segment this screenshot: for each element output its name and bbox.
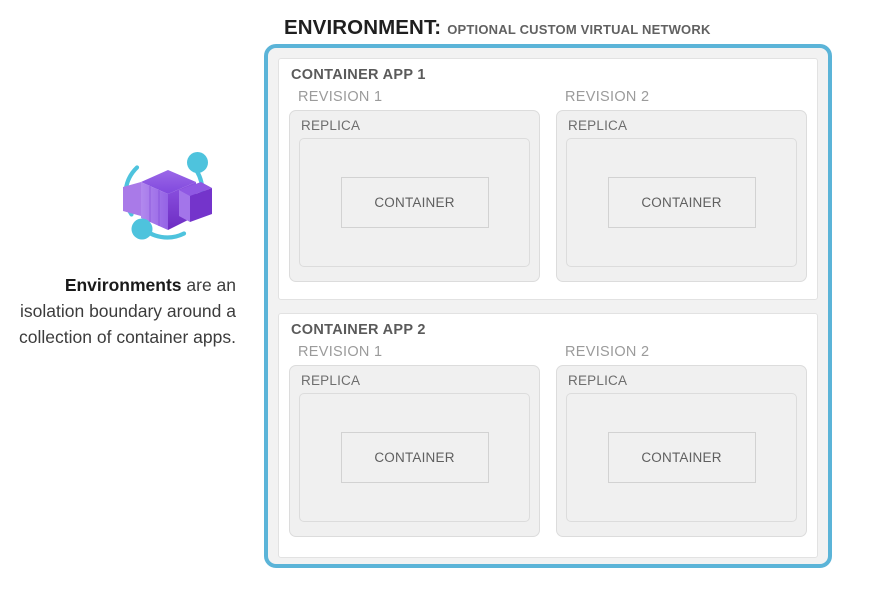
environment-title-subtitle: OPTIONAL CUSTOM VIRTUAL NETWORK (447, 22, 711, 37)
environment-title: ENVIRONMENT: OPTIONAL CUSTOM VIRTUAL NET… (284, 16, 711, 40)
environment-title-main: ENVIRONMENT: (284, 16, 442, 39)
replica-box-app2-rev1: REPLICA CONTAINER (289, 365, 540, 537)
revision-title-app1-rev2: REVISION 2 (565, 89, 650, 105)
revision-block-app2-rev1: REVISION 1 REPLICA CONTAINER (289, 344, 540, 537)
cyan-node-bottom-left (131, 218, 153, 240)
container-box-app2-rev2: CONTAINER (607, 432, 756, 483)
cyan-node-top-right (187, 152, 208, 173)
revisions-row-app-1: REVISION 1 REPLICA CONTAINER REVISION 2 … (289, 89, 807, 282)
revision-title-app1-rev1: REVISION 1 (298, 89, 383, 105)
container-app-panel-2: CONTAINER APP 2 REVISION 1 REPLICA CONTA… (278, 313, 818, 558)
replica-inner-app2-rev1: CONTAINER (299, 393, 530, 522)
caption-lead: Environments (64, 275, 182, 295)
replica-box-app2-rev2: REPLICA CONTAINER (556, 365, 807, 537)
left-column: Environments are an isolation boundary a… (0, 0, 250, 593)
revision-block-app1-rev1: REVISION 1 REPLICA CONTAINER (289, 89, 540, 282)
azure-container-apps-icon (113, 142, 218, 247)
replica-title-app2-rev1: REPLICA (301, 373, 361, 388)
replica-inner-app1-rev2: CONTAINER (566, 138, 797, 267)
container-app-1-title: CONTAINER APP 1 (291, 67, 426, 83)
replica-title-app1-rev2: REPLICA (568, 118, 628, 133)
revision-title-app2-rev2: REVISION 2 (565, 344, 650, 360)
environment-boundary: CONTAINER APP 1 REVISION 1 REPLICA CONTA… (264, 44, 832, 568)
revision-block-app2-rev2: REVISION 2 REPLICA CONTAINER (556, 344, 807, 537)
revision-title-app2-rev1: REVISION 1 (298, 344, 383, 360)
container-box-app1-rev1: CONTAINER (340, 177, 489, 228)
replica-box-app1-rev2: REPLICA CONTAINER (556, 110, 807, 282)
replica-inner-app2-rev2: CONTAINER (566, 393, 797, 522)
replica-box-app1-rev1: REPLICA CONTAINER (289, 110, 540, 282)
revisions-row-app-2: REVISION 1 REPLICA CONTAINER REVISION 2 … (289, 344, 807, 537)
container-app-2-title: CONTAINER APP 2 (291, 322, 426, 338)
container-box-app1-rev2: CONTAINER (607, 177, 756, 228)
container-box-app2-rev1: CONTAINER (340, 432, 489, 483)
caption-rest: are an isolation boundary around a colle… (19, 275, 236, 347)
revision-block-app1-rev2: REVISION 2 REPLICA CONTAINER (556, 89, 807, 282)
replica-title-app1-rev1: REPLICA (301, 118, 361, 133)
environment-caption: Environments are an isolation boundary a… (8, 272, 236, 350)
replica-title-app2-rev2: REPLICA (568, 373, 628, 388)
container-app-panel-1: CONTAINER APP 1 REVISION 1 REPLICA CONTA… (278, 58, 818, 300)
replica-inner-app1-rev1: CONTAINER (299, 138, 530, 267)
